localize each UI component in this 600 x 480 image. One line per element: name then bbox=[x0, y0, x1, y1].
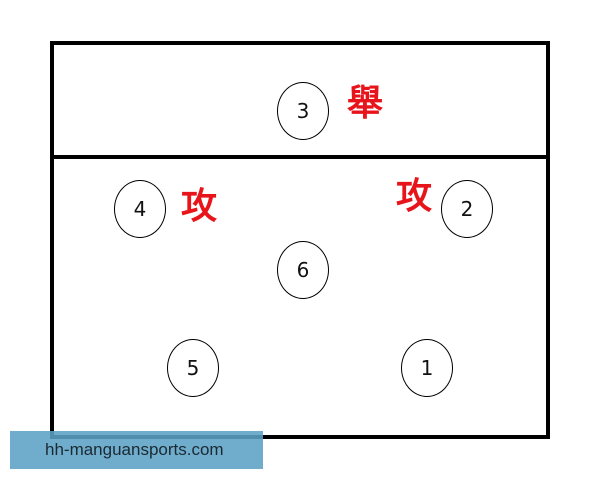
net-line bbox=[50, 155, 550, 159]
role-attack-label-left: 攻 bbox=[181, 186, 218, 227]
position-1: 1 bbox=[401, 339, 453, 397]
position-3: 3 bbox=[277, 82, 329, 140]
role-setter-label: 舉 bbox=[347, 83, 384, 124]
position-5: 5 bbox=[167, 339, 219, 397]
position-6: 6 bbox=[277, 241, 329, 299]
watermark-banner: hh-manguansports.com bbox=[10, 431, 263, 469]
role-attack-label-right: 攻 bbox=[396, 176, 433, 217]
watermark-text: hh-manguansports.com bbox=[45, 440, 224, 459]
position-4: 4 bbox=[114, 180, 166, 238]
court-outline bbox=[50, 41, 550, 439]
position-2: 2 bbox=[441, 180, 493, 238]
